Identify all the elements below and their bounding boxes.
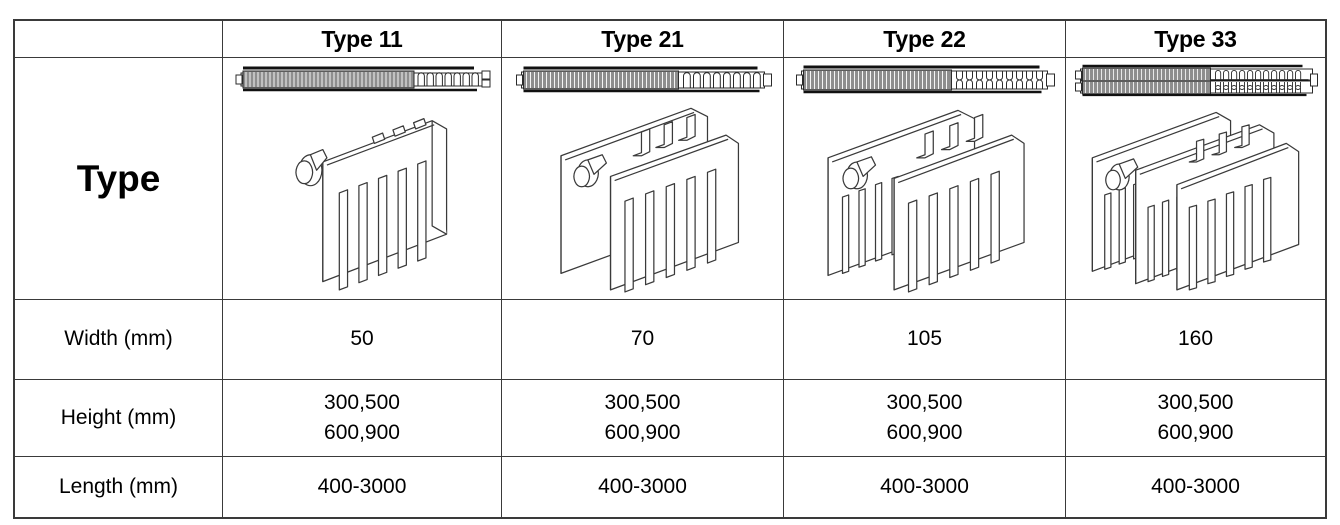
radiator-type-11-top-view-icon — [235, 66, 491, 91]
column-header-type-22: Type 22 — [783, 20, 1066, 58]
cell-width-type-33: 160 — [1065, 299, 1326, 380]
cell-height-type-11: 300,500 600,900 — [222, 379, 502, 457]
column-header-type-21: Type 21 — [501, 20, 784, 58]
height-line-2: 600,900 — [1157, 421, 1234, 444]
row-label-width: Width (mm) — [14, 299, 223, 380]
cell-length-type-33: 400-3000 — [1065, 456, 1326, 518]
cell-height-type-21: 300,500 600,900 — [501, 379, 784, 457]
cell-length-type-21: 400-3000 — [501, 456, 784, 518]
radiator-type-33-top-view-icon — [1075, 64, 1318, 96]
radiator-type-22-top-view-icon — [796, 65, 1055, 93]
radiator-type-11-isometric-icon — [295, 117, 448, 290]
radiator-type-21-isometric-icon — [560, 107, 740, 293]
height-line-2: 600,900 — [604, 421, 681, 444]
height-line-1: 300,500 — [324, 390, 400, 414]
cell-width-type-22: 105 — [783, 299, 1066, 380]
column-header-type-33: Type 33 — [1065, 20, 1326, 58]
column-header-type-11: Type 11 — [222, 20, 502, 58]
row-label-height: Height (mm) — [14, 379, 223, 457]
cell-height-type-22: 300,500 600,900 — [783, 379, 1066, 457]
height-line-1: 300,500 — [604, 390, 681, 414]
radiator-type-21-top-view-icon — [516, 66, 772, 92]
table-header-row: Type 11 Type 21 Type 22 Type 33 — [14, 20, 1326, 58]
cell-type-22-illustration — [783, 57, 1066, 300]
cell-width-type-11: 50 — [222, 299, 502, 380]
cell-height-type-33: 300,500 600,900 — [1065, 379, 1326, 457]
row-header-type: Type — [14, 57, 223, 300]
cell-width-type-21: 70 — [501, 299, 784, 380]
radiator-type-specification-table: Type 11 Type 21 Type 22 Type 33 Type — [13, 19, 1327, 519]
cell-type-21-illustration — [501, 57, 784, 300]
height-line-2: 600,900 — [886, 421, 963, 444]
cell-length-type-22: 400-3000 — [783, 456, 1066, 518]
cell-type-11-illustration — [222, 57, 502, 300]
radiator-type-22-isometric-icon — [827, 109, 1025, 293]
height-line-1: 300,500 — [886, 390, 963, 414]
table-row-height: Height (mm) 300,500 600,900 300,500 600,… — [14, 379, 1326, 457]
cell-type-33-illustration — [1065, 57, 1326, 300]
height-line-1: 300,500 — [1157, 390, 1234, 414]
corner-cell — [14, 20, 223, 58]
radiator-type-33-isometric-icon — [1091, 111, 1300, 290]
cell-length-type-11: 400-3000 — [222, 456, 502, 518]
table-row-length: Length (mm) 400-3000 400-3000 400-3000 4… — [14, 456, 1326, 518]
table-row-type-illustrations: Type — [14, 57, 1326, 300]
table-row-width: Width (mm) 50 70 105 160 — [14, 299, 1326, 380]
height-line-2: 600,900 — [324, 421, 400, 444]
row-label-length: Length (mm) — [14, 456, 223, 518]
